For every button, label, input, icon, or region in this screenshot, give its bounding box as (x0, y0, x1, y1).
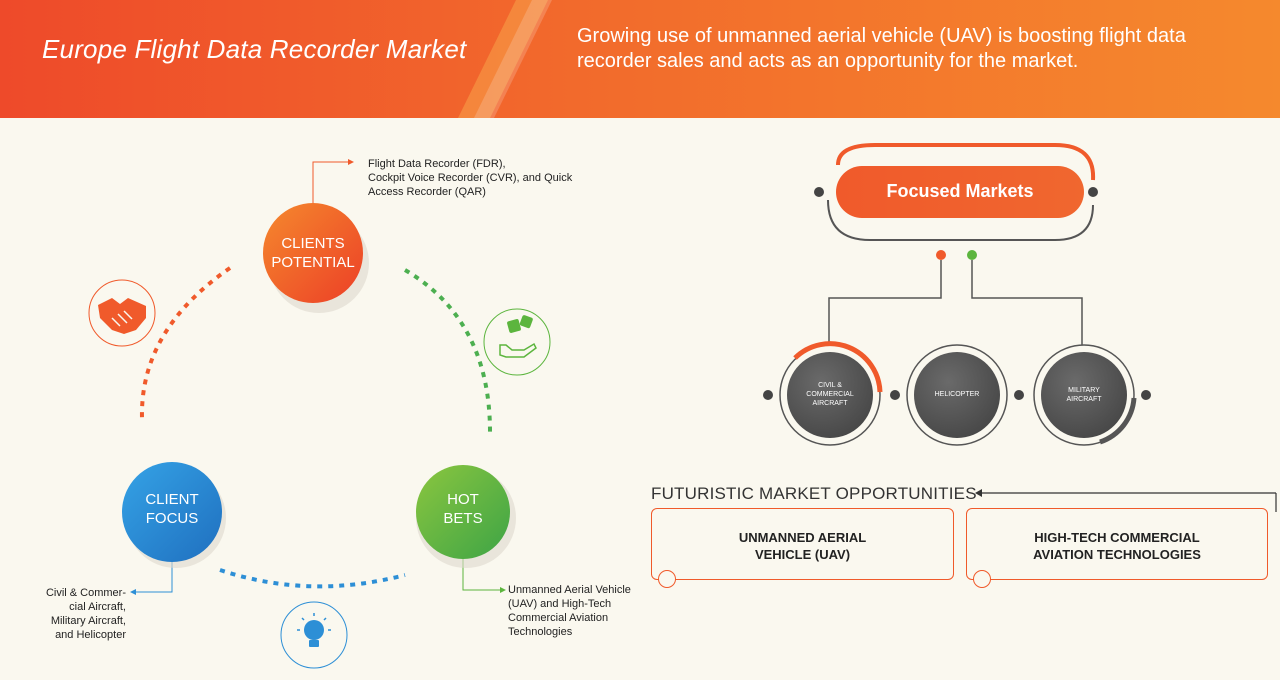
hot-bets-circle (416, 465, 510, 559)
hot-bets-line2: BETS (443, 510, 483, 527)
segment-civil (763, 341, 883, 446)
cycle-arc-left (139, 266, 232, 419)
note-line: (UAV) and High-Tech (508, 598, 612, 610)
page-title: Europe Flight Data Recorder Market (42, 34, 467, 64)
focused-markets-title: Focused Markets (886, 181, 1034, 201)
segment-military-label: MILITARY AIRCRAFT (1054, 386, 1114, 404)
opportunities-title: FUTURISTIC MARKET OPPORTUNITIES (651, 484, 977, 503)
note-line: Unmanned Aerial Vehicle (508, 584, 631, 596)
segment-label-line: HELICOPTER (934, 391, 980, 398)
hot-bets-label: HOT BETS (413, 490, 513, 528)
opportunity-line: HIGH-TECH COMMERCIAL (1034, 530, 1200, 545)
clients-potential-label: CLIENTS POTENTIAL (263, 234, 363, 272)
opportunity-dot (973, 570, 991, 588)
clients-potential-line2: POTENTIAL (271, 254, 355, 271)
segment-label-line: CIVIL & (818, 382, 842, 389)
segment-label-line: COMMERCIAL (806, 391, 854, 398)
headline: Growing use of unmanned aerial vehicle (… (577, 25, 1186, 72)
client-focus-line1: CLIENT (145, 491, 199, 508)
opportunity-dot (658, 570, 676, 588)
clients-potential-connector (312, 161, 348, 208)
note-line: Flight Data Recorder (FDR), (368, 158, 506, 170)
dice-hand-icon (499, 315, 537, 358)
focused-markets-pill (836, 166, 1084, 218)
note-line: Military Aircraft, (50, 615, 126, 627)
note-line: Technologies (508, 626, 573, 638)
note-line: Cockpit Voice Recorder (CVR), and Quick (368, 172, 573, 184)
segment-helicopter-label: HELICOPTER (922, 390, 992, 399)
segment-label-line: MILITARY (1068, 387, 1100, 394)
handshake-icon (98, 298, 146, 334)
header-slash (458, 0, 552, 118)
clients-potential-note: Flight Data Recorder (FDR), Cockpit Voic… (368, 157, 588, 199)
focused-markets-frame (836, 143, 1096, 181)
segment-label-line: AIRCRAFT (812, 400, 848, 407)
opportunity-text: UNMANNED AERIAL VEHICLE (UAV) (652, 529, 953, 563)
opportunity-card-uav: UNMANNED AERIAL VEHICLE (UAV) (651, 508, 954, 588)
cycle-arc-bottom (219, 568, 406, 589)
connector-dot-orange (936, 250, 946, 260)
hot-bets-note: Unmanned Aerial Vehicle (UAV) and High-T… (508, 583, 648, 639)
opportunity-line: VEHICLE (UAV) (754, 547, 851, 562)
note-line: cial Aircraft, (69, 601, 126, 613)
cycle-arc-right (403, 268, 492, 433)
clients-potential-circle (263, 203, 363, 303)
opportunity-text: HIGH-TECH COMMERCIAL AVIATION TECHNOLOGI… (967, 529, 1267, 563)
segment-military (1033, 344, 1151, 446)
clients-potential-line1: CLIENTS (281, 235, 345, 252)
client-focus-note: Civil & Commer- cial Aircraft, Military … (30, 586, 126, 642)
note-line: Civil & Commer- (45, 587, 126, 599)
opportunity-line: UNMANNED AERIAL (738, 530, 867, 545)
client-focus-circle (122, 462, 222, 562)
note-line: Commercial Aviation (508, 612, 609, 624)
opportunity-card-hightech: HIGH-TECH COMMERCIAL AVIATION TECHNOLOGI… (966, 508, 1268, 588)
segment-helicopter (890, 344, 1024, 446)
note-line: Access Recorder (QAR) (368, 186, 486, 198)
header-banner: Europe Flight Data Recorder Market Growi… (0, 0, 1280, 118)
segment-civil-label: CIVIL & COMMERCIAL AIRCRAFT (800, 381, 860, 408)
opportunity-line: AVIATION TECHNOLOGIES (1033, 547, 1201, 562)
connector-dot-green (967, 250, 977, 260)
hot-bets-line1: HOT (447, 491, 479, 508)
client-focus-label: CLIENT FOCUS (122, 490, 222, 528)
lightbulb-icon (297, 613, 331, 647)
client-focus-line2: FOCUS (145, 510, 199, 527)
dice-icon-circle (483, 308, 551, 376)
segment-label-line: AIRCRAFT (1066, 396, 1102, 403)
note-line: and Helicopter (55, 629, 126, 641)
